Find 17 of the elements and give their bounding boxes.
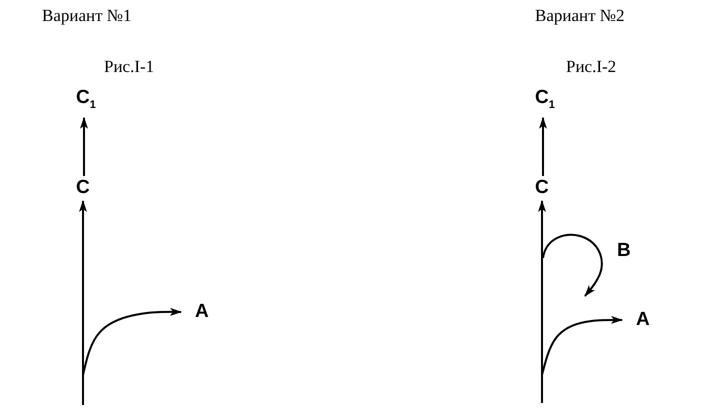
node-label: C$_{1}$ [535,88,555,115]
text-label: B [617,240,631,262]
arrow [539,116,547,176]
arrow [82,308,182,376]
node-label: A [195,302,209,322]
node-label: C [76,178,90,198]
node-label: C [535,178,549,198]
arrow [538,200,546,403]
text-label: Вариант №2 [535,6,625,26]
node-label: A [636,310,650,330]
node-label: C$_{1}$ [76,88,96,115]
text-label: Рис.I-1 [104,57,154,77]
text-label: Вариант №1 [42,6,132,26]
text-label: Рис.I-2 [566,57,616,77]
arrow [80,116,88,176]
arrow [541,316,623,376]
arrow [79,200,87,405]
